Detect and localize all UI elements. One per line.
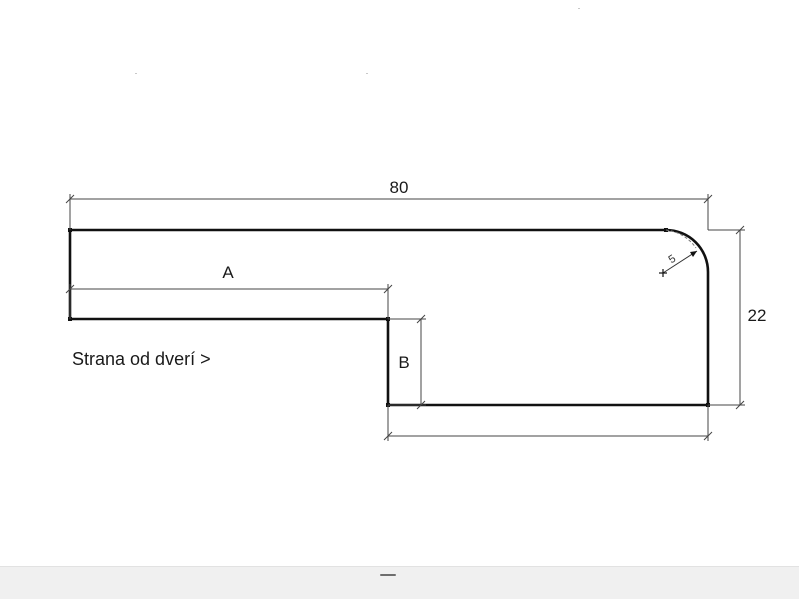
radius-center-mark bbox=[659, 269, 667, 277]
dimension-left-length bbox=[65, 284, 393, 319]
resize-handle-icon[interactable] bbox=[380, 574, 396, 576]
scan-speck bbox=[135, 73, 137, 74]
door-side-note: Strana od dverí > bbox=[72, 349, 211, 369]
dimension-label-overall-width: 80 bbox=[390, 178, 409, 197]
corner-radius-indicator bbox=[659, 229, 698, 277]
dimension-notch-depth bbox=[388, 314, 426, 410]
drawing-canvas: 80 A B 22 bbox=[65, 8, 767, 441]
bottom-toolbar bbox=[0, 566, 799, 599]
scan-speck bbox=[366, 73, 368, 74]
dimension-overall-height bbox=[708, 225, 745, 410]
countertop-drawing: 80 A B 22 bbox=[65, 178, 767, 441]
dimension-overall-width bbox=[65, 194, 713, 230]
dimension-label-overall-height: 22 bbox=[748, 306, 767, 325]
dimension-label-left-length: A bbox=[222, 263, 234, 282]
dimension-label-corner-radius: 5 bbox=[667, 253, 679, 266]
countertop-outline bbox=[68, 228, 710, 407]
dimension-right-width bbox=[383, 405, 713, 441]
dimension-label-notch-depth: B bbox=[398, 353, 409, 372]
scan-speck bbox=[578, 8, 580, 9]
